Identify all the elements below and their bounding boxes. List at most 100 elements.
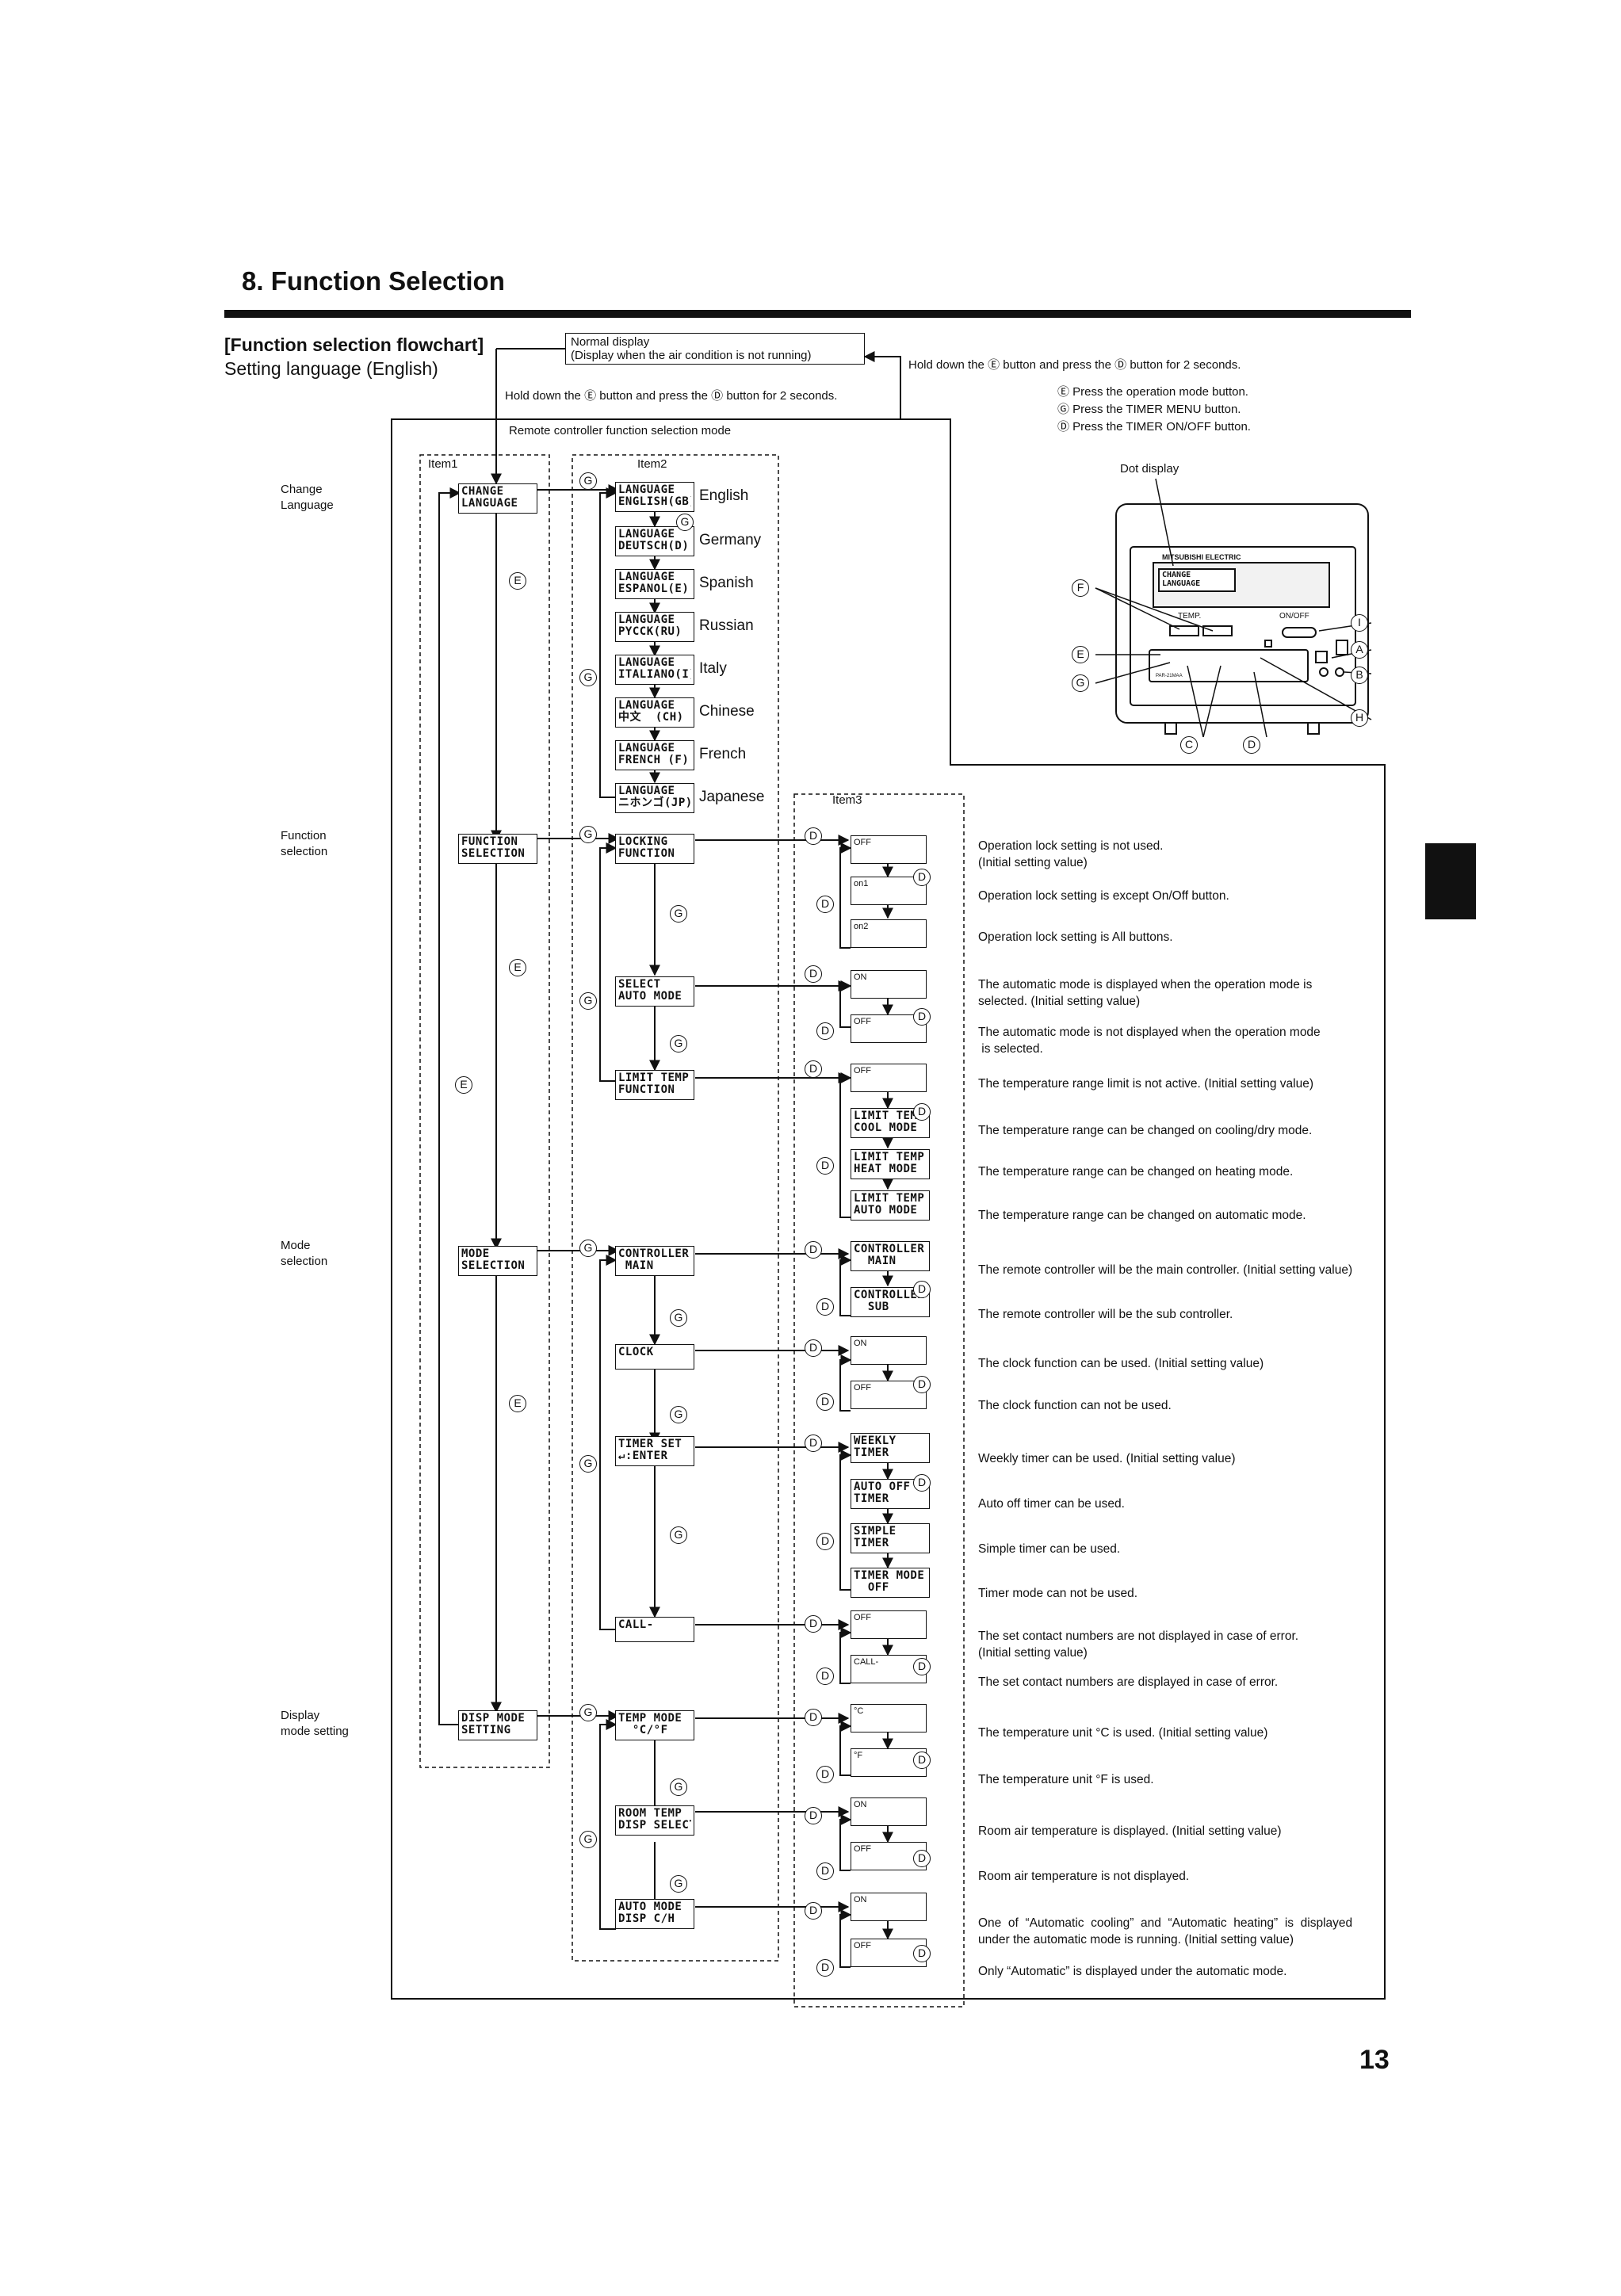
desc-limit-cool: The temperature range can be changed on … xyxy=(978,1124,1313,1137)
lcd-text: TIMER MODE OFF xyxy=(854,1570,925,1594)
lcd-text: WEEKLY TIMER xyxy=(854,1435,897,1459)
lcd-text: CONTROLLER MAIN xyxy=(854,1244,925,1267)
lcd-call: CALL- xyxy=(615,1617,694,1642)
step-d-circle: D xyxy=(913,1008,931,1026)
remote-brand: MITSUBISHI ELECTRIC xyxy=(1162,553,1241,561)
desc-timer-mode-off: Timer mode can not be used. xyxy=(978,1587,1138,1600)
opt-controller-main: CONTROLLER MAIN xyxy=(851,1241,930,1271)
lang-label-french: French xyxy=(699,746,747,762)
step-d-circle: D xyxy=(913,1474,931,1492)
lang-label-russian: Russian xyxy=(699,617,754,634)
desc-limit-heat: The temperature range can be changed on … xyxy=(978,1165,1294,1179)
desc-temp-c: The temperature unit °C is used. (Initia… xyxy=(978,1726,1268,1740)
opt-call-off: OFF xyxy=(851,1610,927,1639)
step-d-circle: D xyxy=(805,1902,822,1920)
opt-auto-off: OFF xyxy=(851,1014,927,1043)
opt-limit-auto: LIMIT TEMP AUTO MODE xyxy=(851,1190,930,1221)
desc-limit-off: The temperature range limit is not activ… xyxy=(978,1077,1313,1091)
lcd-text: LANGUAGE ITALIANO(I) xyxy=(618,657,691,681)
lcd-language-english: LANGUAGE ENGLISH(GB) xyxy=(615,482,694,512)
opt-lock-on2: on2 xyxy=(851,919,927,948)
lang-label-english: English xyxy=(699,487,749,504)
lcd-language-spanish: LANGUAGE ESPANOL(E) xyxy=(615,569,694,599)
lcd-controller-main: CONTROLLER MAIN xyxy=(615,1246,694,1276)
step-d-circle: D xyxy=(913,1281,931,1298)
normal-display-line2: (Display when the air condition is not r… xyxy=(571,349,812,362)
lang-label-italian: Italy xyxy=(699,660,727,677)
step-g-circle: G xyxy=(676,514,694,531)
step-d-circle: D xyxy=(805,1060,822,1078)
desc-lock-off: Operation lock setting is not used. (Ini… xyxy=(978,839,1164,869)
step-d-circle: D xyxy=(816,896,834,913)
desc-simple: Simple timer can be used. xyxy=(978,1542,1121,1556)
step-g-circle: G xyxy=(670,905,687,923)
lcd-locking-function: LOCKING FUNCTION xyxy=(615,834,694,864)
step-d-circle: D xyxy=(816,1157,834,1175)
step-d-circle: D xyxy=(805,1435,822,1452)
callout-d: D xyxy=(1243,736,1260,754)
desc-weekly: Weekly timer can be used. (Initial setti… xyxy=(978,1452,1236,1465)
page-number: 13 xyxy=(1359,2045,1390,2075)
step-d-circle: D xyxy=(913,1850,931,1867)
lcd-text: LIMIT TEMP FUNCTION xyxy=(618,1072,690,1096)
title-rule xyxy=(224,310,1411,318)
callout-e: E xyxy=(1072,646,1089,663)
remote-model: PAR-21MAA xyxy=(1156,674,1183,678)
step-g-circle: G xyxy=(579,992,597,1010)
lcd-text: SELECT AUTO MODE xyxy=(618,979,682,1003)
lcd-language-german: LANGUAGE DEUTSCH(D) xyxy=(615,526,694,556)
lcd-text: AUTO OFF TIMER xyxy=(854,1481,911,1505)
lcd-clock: CLOCK xyxy=(615,1344,694,1370)
callout-c: C xyxy=(1180,736,1198,754)
section-title: 8. Function Selection xyxy=(242,266,505,296)
desc-autodisp-off: Only “Automatic” is displayed under the … xyxy=(978,1965,1287,1978)
item2-header: Item2 xyxy=(637,457,667,471)
desc-call-on: The set contact numbers are displayed in… xyxy=(978,1675,1279,1689)
lcd-text: DISP MODE SETTING xyxy=(461,1713,526,1736)
desc-auto-off: The automatic mode is not displayed when… xyxy=(978,1026,1321,1056)
step-g-circle: G xyxy=(670,1526,687,1544)
remote-screen-text: CHANGE LANGUAGE xyxy=(1162,571,1201,588)
desc-lock-on1: Operation lock setting is except On/Off … xyxy=(978,889,1229,903)
lcd-function-selection: FUNCTION SELECTION xyxy=(458,834,537,864)
item3-header: Item3 xyxy=(832,793,862,807)
step-d-circle: D xyxy=(816,1393,834,1411)
desc-auto-off-timer: Auto off timer can be used. xyxy=(978,1497,1125,1511)
step-d-circle: D xyxy=(805,1615,822,1633)
opt-auto-on: ON xyxy=(851,970,927,999)
lcd-text: LANGUAGE ENGLISH(GB) xyxy=(618,484,691,508)
step-e-circle: E xyxy=(509,959,526,976)
normal-display-line1: Normal display xyxy=(571,335,650,349)
opt-limit-heat: LIMIT TEMP HEAT MODE xyxy=(851,1149,930,1179)
step-d-circle: D xyxy=(816,1668,834,1685)
lcd-change-language: CHANGE LANGUAGE xyxy=(458,483,537,514)
lcd-text: LANGUAGE PYCCK(RU) xyxy=(618,614,682,638)
lcd-language-chinese: LANGUAGE 中文 (CH) xyxy=(615,697,694,728)
step-g-circle: G xyxy=(579,669,597,686)
step-d-circle: D xyxy=(805,1241,822,1259)
remote-onoff-label: ON/OFF xyxy=(1279,612,1309,621)
desc-autodisp-on: One of “Automatic cooling” and “Automati… xyxy=(978,1916,1353,1946)
step-d-circle: D xyxy=(805,827,822,845)
lcd-temp-mode: TEMP MODE °C/°F xyxy=(615,1710,694,1740)
callout-b: B xyxy=(1351,667,1368,684)
group-change-language: Change Language xyxy=(281,483,334,512)
callout-h: H xyxy=(1351,709,1368,727)
desc-lock-on2: Operation lock setting is All buttons. xyxy=(978,930,1173,944)
step-e-circle: E xyxy=(509,572,526,590)
lcd-language-french: LANGUAGE FRENCH (F) xyxy=(615,740,694,770)
step-d-circle: D xyxy=(805,1807,822,1824)
step-d-circle: D xyxy=(913,1376,931,1393)
step-d-circle: D xyxy=(816,1959,834,1977)
opt-limit-off: OFF xyxy=(851,1064,927,1092)
opt-autodisp-on: ON xyxy=(851,1893,927,1921)
lcd-text: LANGUAGE DEUTSCH(D) xyxy=(618,529,690,552)
hold-down-right: Hold down the Ⓔ button and press the Ⓓ b… xyxy=(908,358,1241,372)
lcd-mode-selection: MODE SELECTION xyxy=(458,1246,537,1276)
lcd-text: AUTO MODE DISP C/H xyxy=(618,1901,682,1925)
group-function-selection: Function selection xyxy=(281,829,328,858)
opt-temp-c: °C xyxy=(851,1704,927,1733)
legend-e: Ⓔ Press the operation mode button. xyxy=(1057,385,1248,399)
opt-clock-on: ON xyxy=(851,1336,927,1365)
lang-label-japanese: Japanese xyxy=(699,789,765,805)
